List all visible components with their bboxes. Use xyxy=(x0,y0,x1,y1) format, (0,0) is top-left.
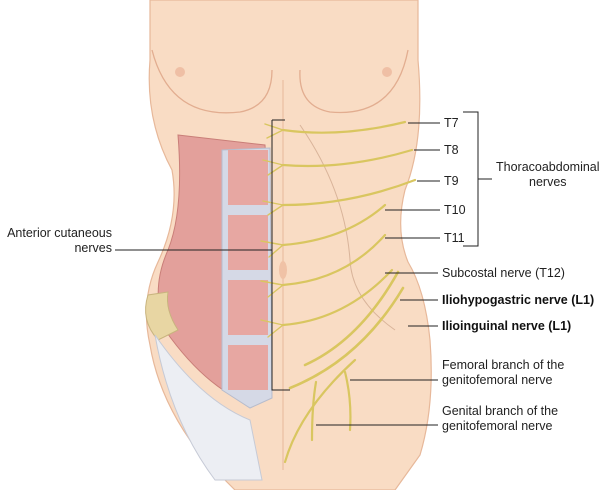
nerve-genital-branch xyxy=(310,380,318,442)
label-iliohypogastric: Iliohypogastric nerve (L1) xyxy=(442,293,595,307)
label-t7: T7 xyxy=(444,116,459,130)
nerve-t9 xyxy=(281,178,417,207)
label-ilioinguinal: Ilioinguinal nerve (L1) xyxy=(442,319,572,333)
right-breast xyxy=(299,49,409,114)
right-nipple xyxy=(382,67,392,77)
label-femoral-branch: Femoral branch of the genitofemoral nerv… xyxy=(442,358,564,388)
rectus-segment-1 xyxy=(228,150,268,205)
label-genital-line2: genitofemoral nerve xyxy=(442,419,553,433)
costal-margin xyxy=(299,124,396,331)
nerve-t8 xyxy=(281,148,414,168)
nerve-iliohypogastric xyxy=(303,270,400,367)
nerve-t7 xyxy=(281,120,407,134)
rectus-segment-4 xyxy=(228,345,268,390)
inguinal-fascia xyxy=(154,334,263,481)
label-femoral-line2: genitofemoral nerve xyxy=(442,373,553,387)
left-nipple xyxy=(175,67,185,77)
leader-anterior-cutaneous xyxy=(115,119,290,391)
label-thoracoabdominal-line1: Thoracoabdominal xyxy=(496,160,600,174)
nerve-t11 xyxy=(281,233,387,287)
label-t9: T9 xyxy=(444,174,459,188)
rectus-segment-2 xyxy=(228,215,268,270)
label-anterior-cutaneous-line2: nerves xyxy=(74,241,112,255)
umbilicus xyxy=(279,261,287,279)
leader-lines xyxy=(115,119,440,426)
nerve-genitofemoral xyxy=(283,358,357,464)
iliac-crest xyxy=(145,291,179,341)
nerve-t12 xyxy=(281,268,394,327)
label-genital-branch: Genital branch of the genitofemoral nerv… xyxy=(442,404,558,434)
label-anterior-cutaneous: Anterior cutaneous nerves xyxy=(0,226,112,256)
label-t8: T8 xyxy=(444,143,459,157)
thoracoabdominal-bracket xyxy=(463,111,492,247)
nerve-t10 xyxy=(281,203,387,247)
label-t11: T11 xyxy=(444,231,465,245)
label-femoral-line1: Femoral branch of the xyxy=(442,358,565,372)
label-genital-line1: Genital branch of the xyxy=(442,404,559,418)
left-breast xyxy=(151,49,273,114)
label-anterior-cutaneous-line1: Anterior cutaneous xyxy=(7,226,112,240)
label-thoracoabdominal-line2: nerves xyxy=(529,175,567,189)
rectus-sheath xyxy=(221,147,273,409)
nerve-ilioinguinal xyxy=(288,286,405,390)
rectus-segment-3 xyxy=(228,280,268,335)
label-subcostal: Subcostal nerve (T12) xyxy=(442,266,565,280)
label-thoracoabdominal: Thoracoabdominal nerves xyxy=(496,160,600,190)
label-t10: T10 xyxy=(444,203,466,217)
